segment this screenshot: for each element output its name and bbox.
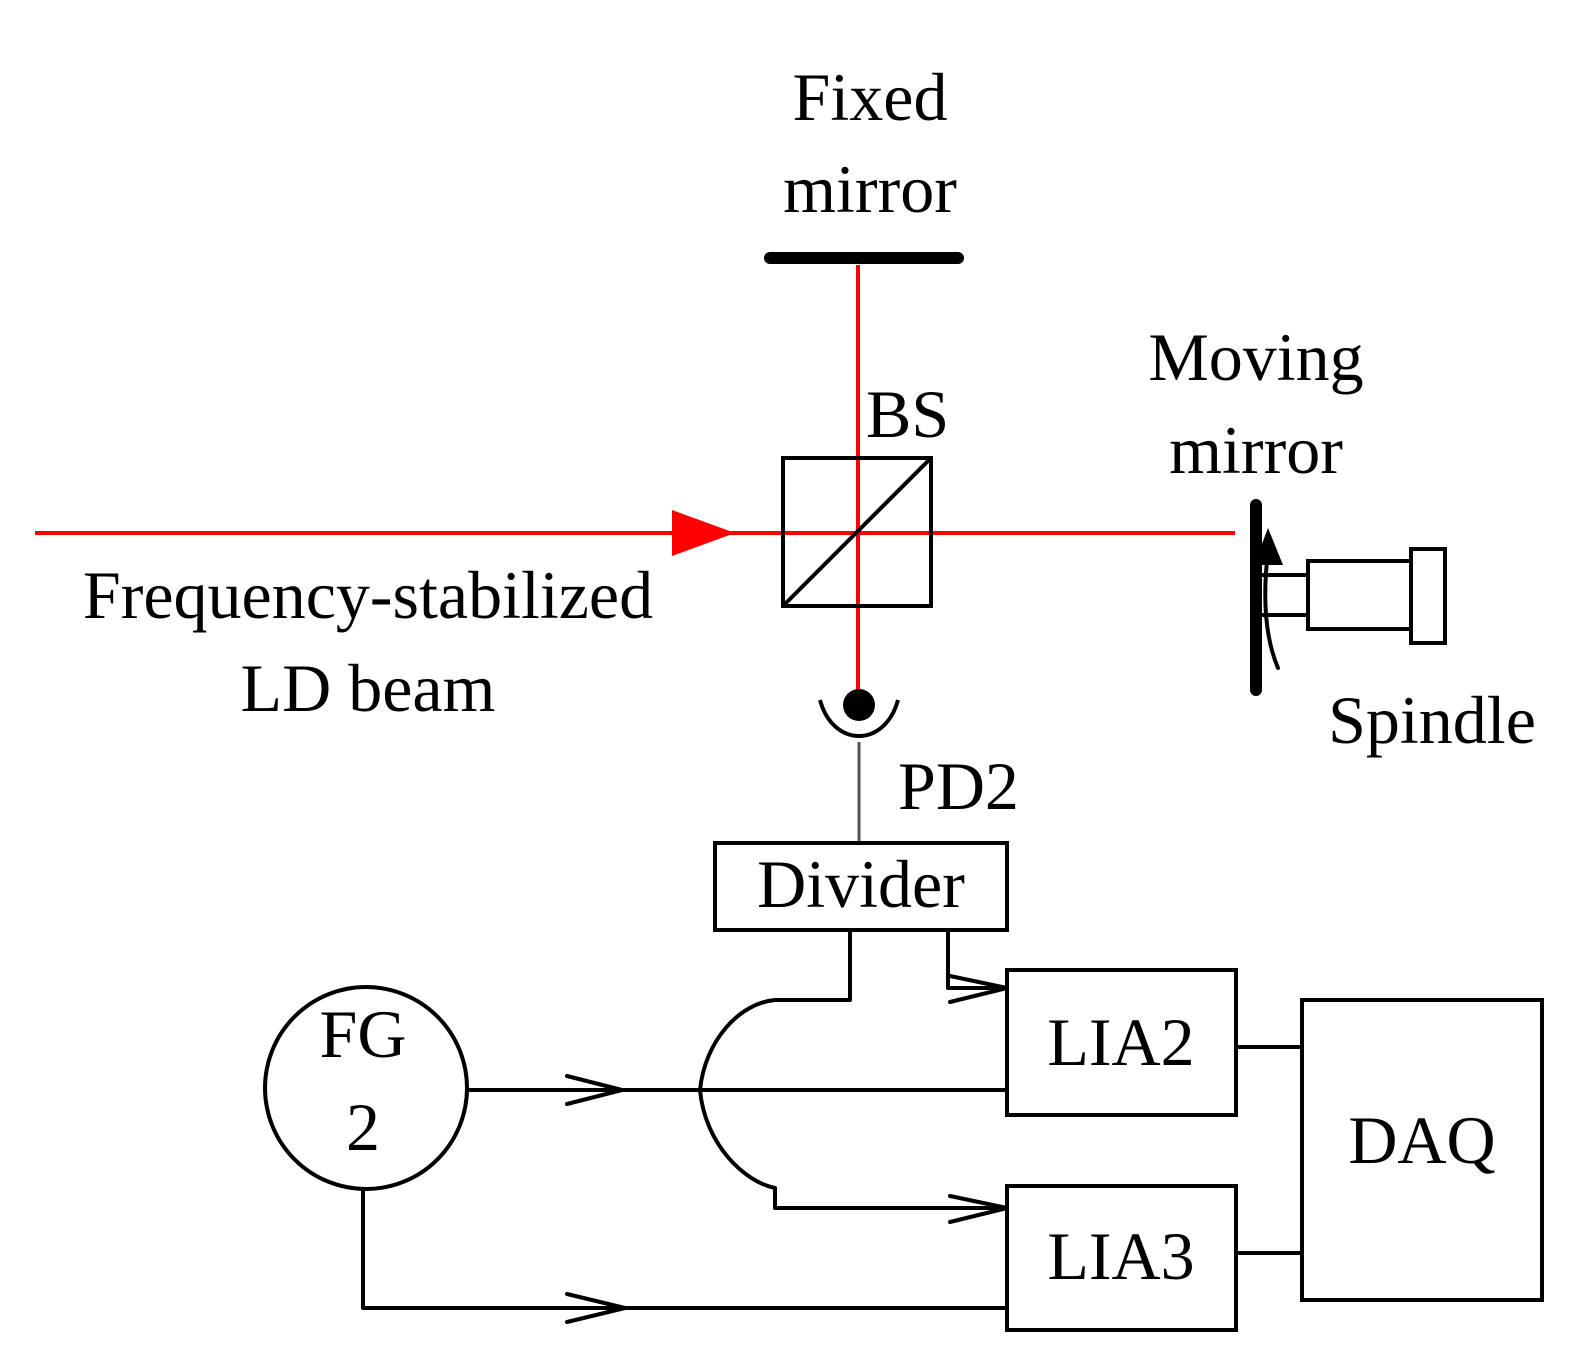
lia3-label: LIA3 xyxy=(1047,1218,1194,1294)
moving-mirror-label-line2: mirror xyxy=(1169,412,1343,488)
photodetector-pd2 xyxy=(818,689,900,843)
fg2-lia3-arrow xyxy=(565,1292,627,1324)
divider-label: Divider xyxy=(757,846,965,922)
spindle-label: Spindle xyxy=(1328,682,1536,758)
divider-to-lia3-wire xyxy=(698,928,1009,1210)
source-label-line1: Frequency-stabilized xyxy=(83,557,653,633)
source-label-line2: LD beam xyxy=(241,650,496,726)
divider-box xyxy=(713,841,1009,932)
pd2-label: PD2 xyxy=(898,748,1019,824)
spindle xyxy=(1262,547,1447,645)
beam-direction-arrow xyxy=(672,510,735,556)
lia2-label: LIA2 xyxy=(1047,1004,1194,1080)
rotation-arrow-icon xyxy=(1254,528,1283,670)
lia2-box xyxy=(1005,968,1238,1117)
fg2-lia2-arrow xyxy=(565,1074,624,1106)
fixed-mirror-label-line1: Fixed xyxy=(793,59,948,135)
fixed-mirror-label-line2: mirror xyxy=(783,151,957,227)
fg-label-line1: FG xyxy=(320,996,407,1072)
daq-box xyxy=(1300,998,1544,1302)
fg2-to-lia3-wire xyxy=(361,1187,1009,1310)
moving-mirror-label-line1: Moving xyxy=(1148,319,1363,395)
divider-to-lia2-wire xyxy=(946,928,1009,990)
bs-label: BS xyxy=(866,376,949,452)
fg-label-line2: 2 xyxy=(346,1089,380,1165)
beam-splitter xyxy=(781,456,933,608)
daq-label: DAQ xyxy=(1348,1102,1495,1178)
lia3-box xyxy=(1005,1184,1238,1332)
